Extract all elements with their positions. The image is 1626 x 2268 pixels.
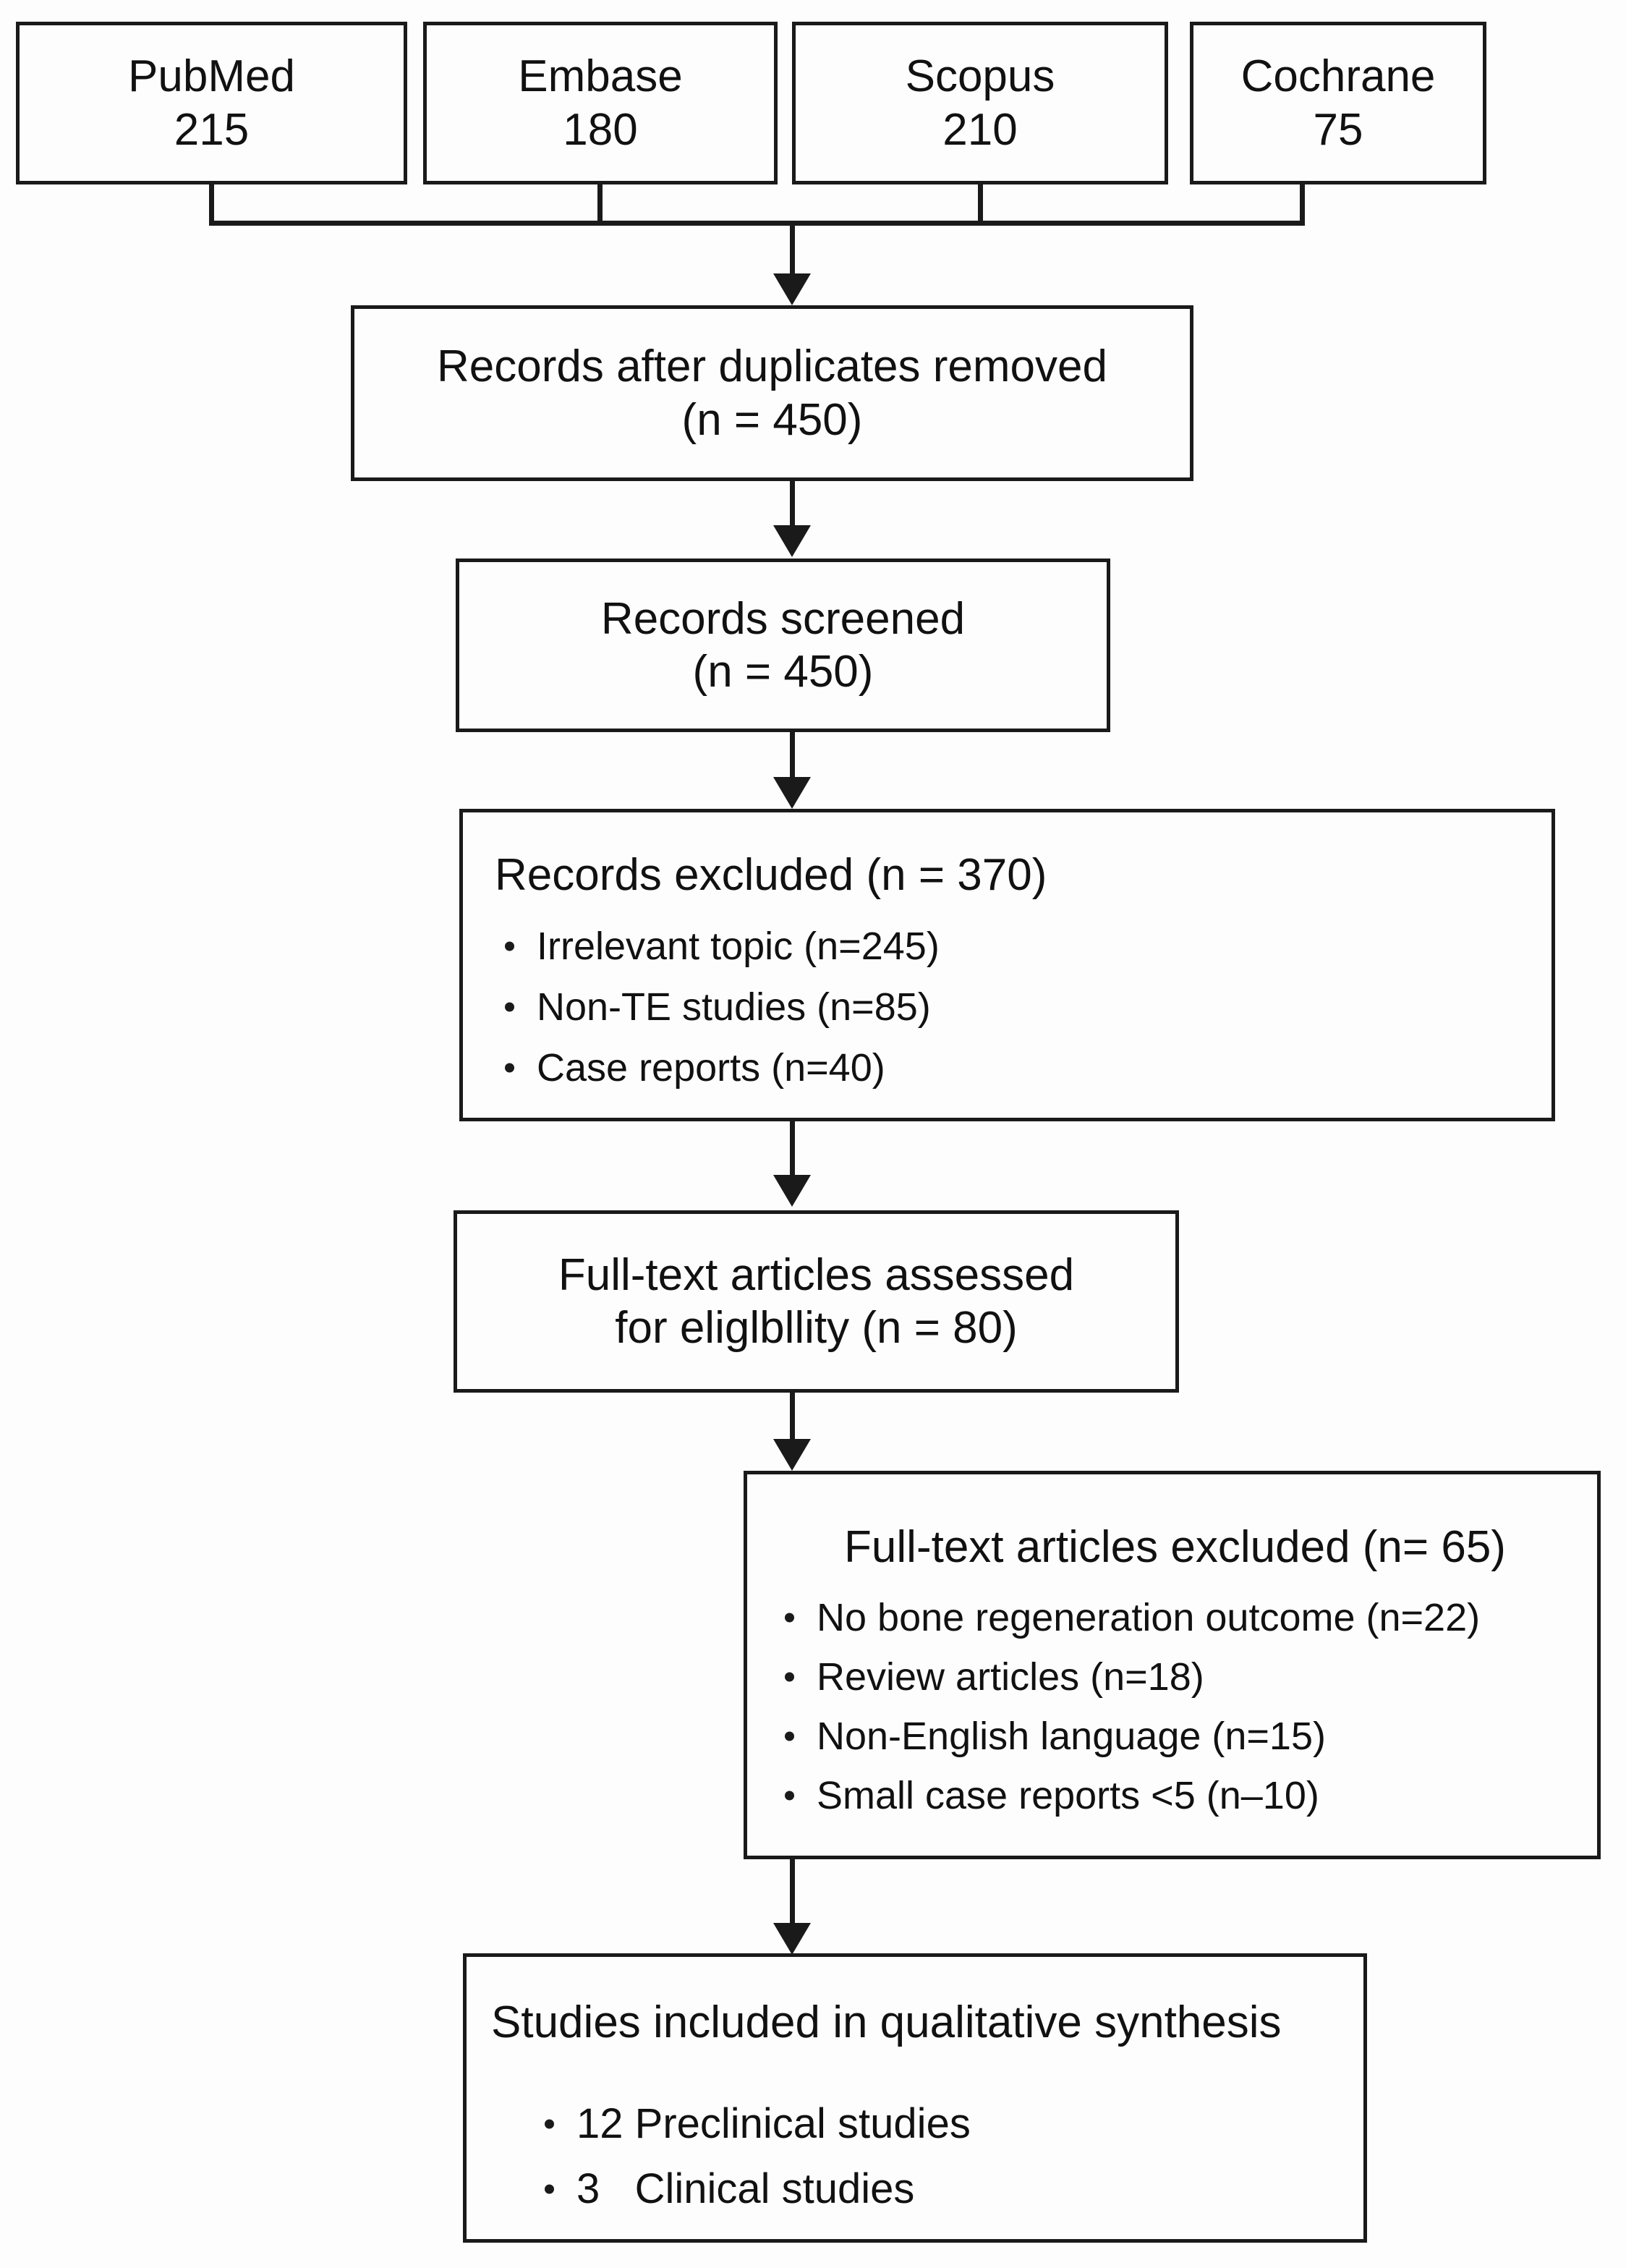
connector-sources-to-duplicates [790, 221, 795, 277]
source-count-scopus: 210 [942, 104, 1018, 155]
list-item: Small case reports <5 (n–10) [775, 1776, 1575, 1815]
connector-screened-to-excluded [790, 732, 795, 780]
list-item: 12 Preclinical studies [535, 2102, 1382, 2145]
list-item: Case reports (n=40) [495, 1048, 1520, 1087]
source-box-embase: Embase 180 [423, 22, 778, 184]
source-name-pubmed: PubMed [128, 51, 295, 102]
list-item: Non-English language (n=15) [775, 1717, 1575, 1756]
connector-assessed-to-fulltext-excluded [790, 1393, 795, 1442]
connector-drop-scopus [978, 184, 983, 224]
source-box-scopus: Scopus 210 [792, 22, 1168, 184]
box-records-after-duplicates: Records after duplicates removed (n = 45… [351, 305, 1193, 481]
connector-bus-sources [209, 221, 1305, 226]
arrowhead-assessed-to-fulltext-excluded [773, 1439, 811, 1471]
box-records-screened: Records screened (n = 450) [456, 558, 1110, 732]
source-count-cochrane: 75 [1313, 104, 1363, 155]
records-after-duplicates-line-2: (n = 450) [681, 394, 863, 445]
list-item: Review articles (n=18) [775, 1657, 1575, 1696]
arrowhead-screened-to-excluded [773, 777, 811, 809]
connector-drop-embase [597, 184, 603, 224]
list-item: 3 Clinical studies [535, 2167, 1382, 2210]
connector-fulltext-excluded-to-included [790, 1859, 795, 1939]
source-name-scopus: Scopus [905, 51, 1055, 102]
box-fulltext-assessed: Full-text articles assessed for eliglbll… [454, 1210, 1179, 1393]
arrowhead-sources-to-duplicates [773, 273, 811, 305]
fulltext-assessed-line-2: for eliglbllity (n = 80) [615, 1303, 1018, 1353]
source-count-pubmed: 215 [174, 104, 250, 155]
arrowhead-duplicates-to-screened [773, 525, 811, 557]
source-count-embase: 180 [563, 104, 638, 155]
connector-excluded-to-fulltext [790, 1121, 795, 1178]
list-item: Non-TE studies (n=85) [495, 988, 1520, 1027]
arrowhead-excluded-to-fulltext [773, 1175, 811, 1207]
records-screened-line-1: Records screened [600, 593, 966, 644]
source-name-cochrane: Cochrane [1240, 51, 1436, 102]
source-name-embase: Embase [518, 51, 683, 102]
connector-drop-cochrane [1300, 184, 1305, 224]
arrowhead-fulltext-excluded-to-included [773, 1923, 811, 1955]
connector-drop-pubmed [209, 184, 214, 224]
source-box-cochrane: Cochrane 75 [1190, 22, 1486, 184]
box-fulltext-excluded: Full-text articles excluded (n= 65) No b… [744, 1471, 1601, 1859]
records-screened-line-2: (n = 450) [692, 647, 874, 697]
box-records-excluded: Records excluded (n = 370) Irrelevant to… [459, 809, 1555, 1121]
box-studies-included: Studies included in qualitative synthesi… [463, 1953, 1367, 2243]
fulltext-excluded-heading: Full-text articles excluded (n= 65) [844, 1521, 1506, 1572]
connector-duplicates-to-screened [790, 481, 795, 529]
list-item: No bone regeneration outcome (n=22) [775, 1598, 1575, 1637]
fulltext-excluded-list: No bone regeneration outcome (n=22) Revi… [775, 1598, 1575, 1815]
studies-included-heading: Studies included in qualitative synthesi… [491, 1997, 1282, 2048]
list-item: Irrelevant topic (n=245) [495, 927, 1520, 966]
source-box-pubmed: PubMed 215 [16, 22, 407, 184]
fulltext-assessed-line-1: Full-text articles assessed [558, 1249, 1075, 1300]
records-after-duplicates-line-1: Records after duplicates removed [436, 341, 1107, 392]
studies-included-list: 12 Preclinical studies 3 Clinical studie… [491, 2102, 1382, 2210]
records-excluded-list: Irrelevant topic (n=245) Non-TE studies … [495, 927, 1520, 1087]
records-excluded-heading: Records excluded (n = 370) [495, 850, 1047, 901]
